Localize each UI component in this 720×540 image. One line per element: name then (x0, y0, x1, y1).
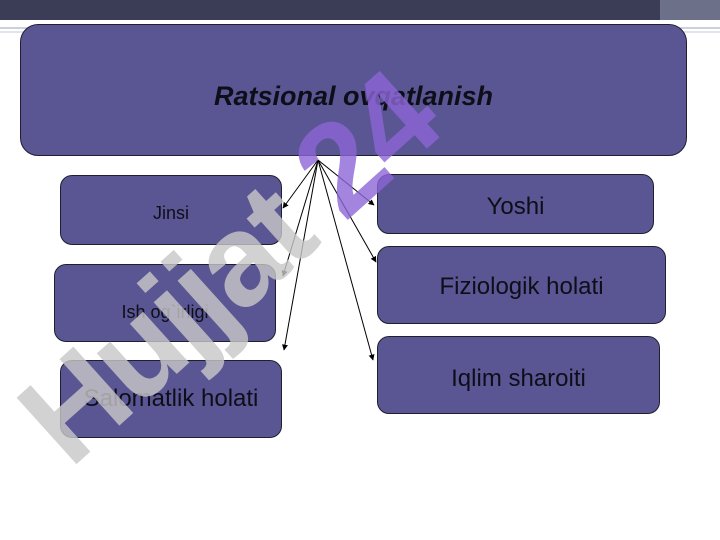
node-jinsi-label: Jinsi (152, 202, 189, 223)
node-jinsi: Jinsi (60, 175, 282, 245)
node-ish-ogirligi-label: Ish og`irligi (121, 301, 209, 322)
header-bar (0, 0, 720, 20)
arrow-to-jinsi (282, 159, 319, 209)
arrow-to-fiziologik-holati (317, 159, 377, 263)
arrow-to-ish-ogirligi (281, 159, 319, 277)
node-salomatlik-holati: Salomatlik holati (60, 360, 282, 438)
central-node: Ratsional ovqatlanish (20, 24, 687, 156)
arrow-to-salomatlik-holati (281, 159, 319, 351)
node-ish-ogirligi: Ish og`irligi (54, 264, 276, 342)
arrow-to-iqlim-sharoiti (317, 159, 375, 361)
node-yoshi-label: Yoshi (486, 193, 545, 220)
node-iqlim-sharoiti-label: Iqlim sharoiti (451, 365, 586, 392)
node-fiziologik-holati: Fiziologik holati (377, 246, 666, 324)
header-bar-accent (660, 0, 720, 20)
node-yoshi: Yoshi (377, 174, 654, 234)
arrow-to-yoshi (317, 159, 375, 206)
node-iqlim-sharoiti: Iqlim sharoiti (377, 336, 660, 414)
node-fiziologik-holati-label: Fiziologik holati (439, 273, 604, 300)
central-node-label: Ratsional ovqatlanish (213, 81, 494, 111)
node-salomatlik-holati-label: Salomatlik holati (83, 385, 259, 412)
